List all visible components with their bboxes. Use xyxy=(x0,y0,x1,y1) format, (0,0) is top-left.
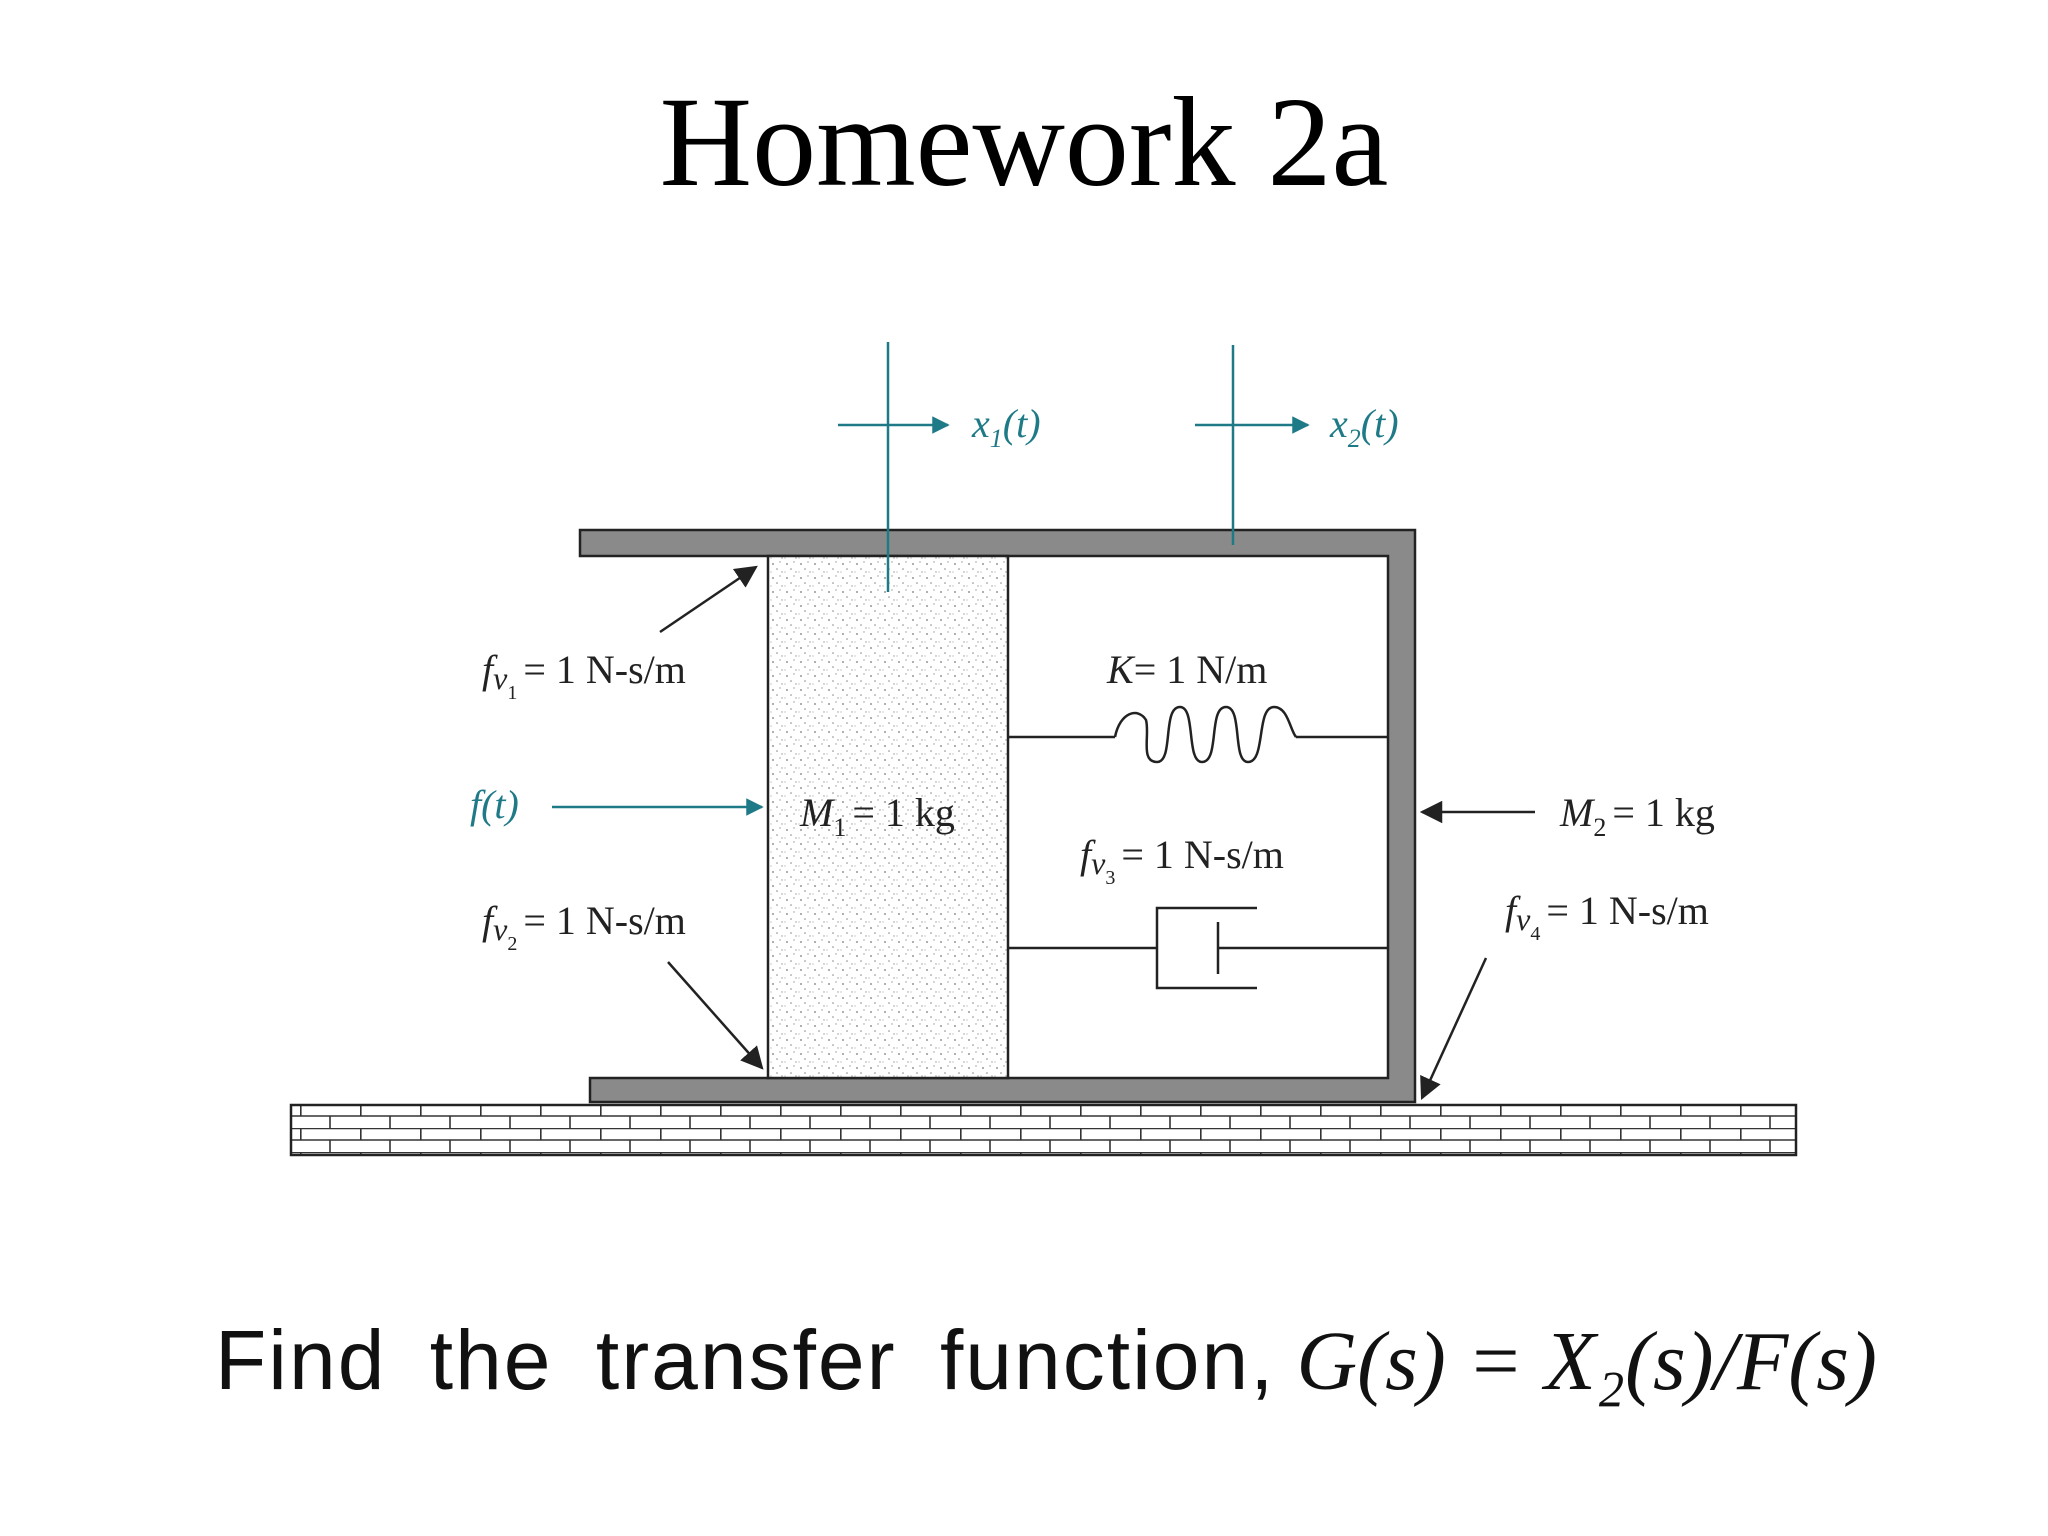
m1-label: M1= 1 kg xyxy=(799,790,955,842)
x1-label: x1(t) xyxy=(971,401,1041,453)
fv3-label: fv3= 1 N-s/m xyxy=(1080,832,1284,889)
force-label: f(t) xyxy=(470,782,519,827)
m2-label: M2= 1 kg xyxy=(1559,790,1715,842)
displacement-x2-marker xyxy=(1195,345,1310,545)
fv4-pointer-arrow xyxy=(1420,957,1488,1101)
fv1-label: fv1= 1 N-s/m xyxy=(482,647,686,704)
fv2-label: fv2= 1 N-s/m xyxy=(482,898,686,955)
damper-fv3 xyxy=(1008,906,1388,990)
fv1-pointer-arrow xyxy=(659,565,758,634)
ground xyxy=(289,1103,1798,1157)
fv2-pointer-arrow xyxy=(667,961,764,1070)
fv4-label: fv4= 1 N-s/m xyxy=(1505,888,1709,945)
slide-title: Homework 2a xyxy=(659,71,1389,213)
question-text: Find the transfer function, G(s) = X₂(s)… xyxy=(215,1305,2015,1415)
spring-k xyxy=(1008,705,1388,764)
x2-label: x2(t) xyxy=(1329,401,1399,453)
displacement-x1-marker xyxy=(838,342,950,592)
question-prompt: Find the transfer function, xyxy=(215,1313,1276,1407)
k-label: K= 1 N/m xyxy=(1106,647,1267,692)
mass-m1-block xyxy=(766,554,1010,1080)
transfer-function-expression: G(s) = X₂(s)/F(s) xyxy=(1296,1315,1877,1408)
